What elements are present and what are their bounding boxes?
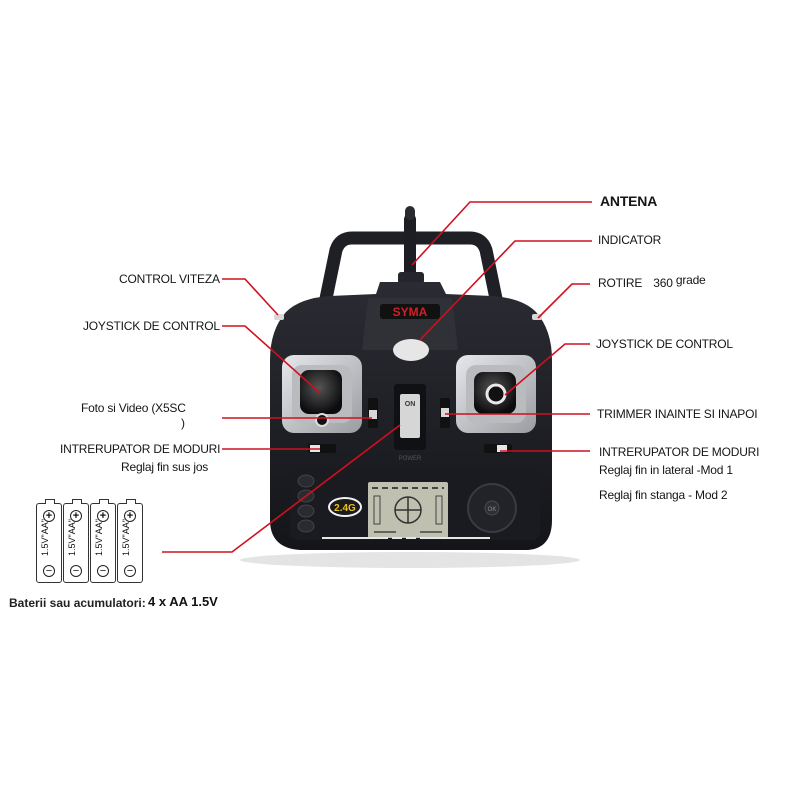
label-speed-control: CONTROL VITEZA (119, 272, 220, 286)
label-mode-switch-right-sub2: Reglaj fin stanga - Mod 2 (599, 488, 728, 502)
label-photo-video: Foto si Video (X5SC (81, 401, 186, 415)
shadow (240, 552, 580, 568)
rotation-text: ROTIRE (598, 276, 643, 290)
plus-icon: + (97, 510, 109, 522)
plus-icon: + (43, 510, 55, 522)
power-switch[interactable]: ON (394, 384, 426, 450)
minus-icon: − (43, 565, 55, 577)
svg-text:2.4G: 2.4G (334, 503, 356, 514)
plus-icon: + (70, 510, 82, 522)
label-joystick-right: JOYSTICK DE CONTROL (596, 337, 733, 351)
rotation-unit: grade (675, 273, 706, 287)
label-indicator: INDICATOR (598, 233, 662, 247)
label-antenna: ANTENA (600, 193, 658, 209)
indicator-light (393, 339, 429, 361)
antenna (398, 206, 424, 284)
battery-spec: 4 x AA 1.5V (148, 594, 218, 609)
minus-icon: − (124, 565, 136, 577)
battery: + 1.5V"AA" − (90, 499, 116, 583)
battery: + 1.5V"AA" − (117, 499, 143, 583)
label-rotation: ROTIRE 360 grade (598, 273, 706, 290)
power-label: POWER (399, 456, 422, 462)
lcd-screen (368, 482, 448, 538)
right-joystick[interactable] (456, 355, 536, 433)
label-photo-video-cont: ) (181, 416, 185, 430)
svg-text:OK: OK (488, 507, 497, 513)
dpad[interactable]: OK (467, 483, 517, 533)
leader-lines (162, 201, 592, 553)
left-joystick[interactable] (282, 355, 362, 433)
label-mode-switch-right-sub1: Reglaj fin in lateral -Mod 1 (599, 463, 733, 477)
battery-label: 1.5V"AA" (94, 519, 104, 556)
label-trimmer: TRIMMER INAINTE SI INAPOI (597, 407, 758, 421)
speed-control-button[interactable] (274, 314, 284, 320)
battery-caption: Baterii sau acumulatori: (9, 596, 146, 610)
label-mode-switch-right: INTRERUPATOR DE MODURI (599, 445, 760, 459)
minus-icon: − (97, 565, 109, 577)
label-mode-switch-left: INTRERUPATOR DE MODURI (60, 442, 221, 456)
battery-group: + 1.5V"AA" − + 1.5V"AA" − + 1.5V"AA" − +… (36, 499, 143, 583)
battery-label: 1.5V"AA" (40, 519, 50, 556)
rotation-value: 360 (653, 276, 673, 290)
plus-icon: + (124, 510, 136, 522)
battery-label: 1.5V"AA" (121, 519, 131, 556)
minus-icon: − (70, 565, 82, 577)
svg-text:ON: ON (405, 401, 416, 408)
battery: + 1.5V"AA" − (63, 499, 89, 583)
brand-logo: SYMA (393, 305, 428, 319)
label-mode-switch-left-sub: Reglaj fin sus jos (121, 460, 209, 474)
battery-label: 1.5V"AA" (67, 519, 77, 556)
battery: + 1.5V"AA" − (36, 499, 62, 583)
label-joystick-left: JOYSTICK DE CONTROL (83, 319, 220, 333)
